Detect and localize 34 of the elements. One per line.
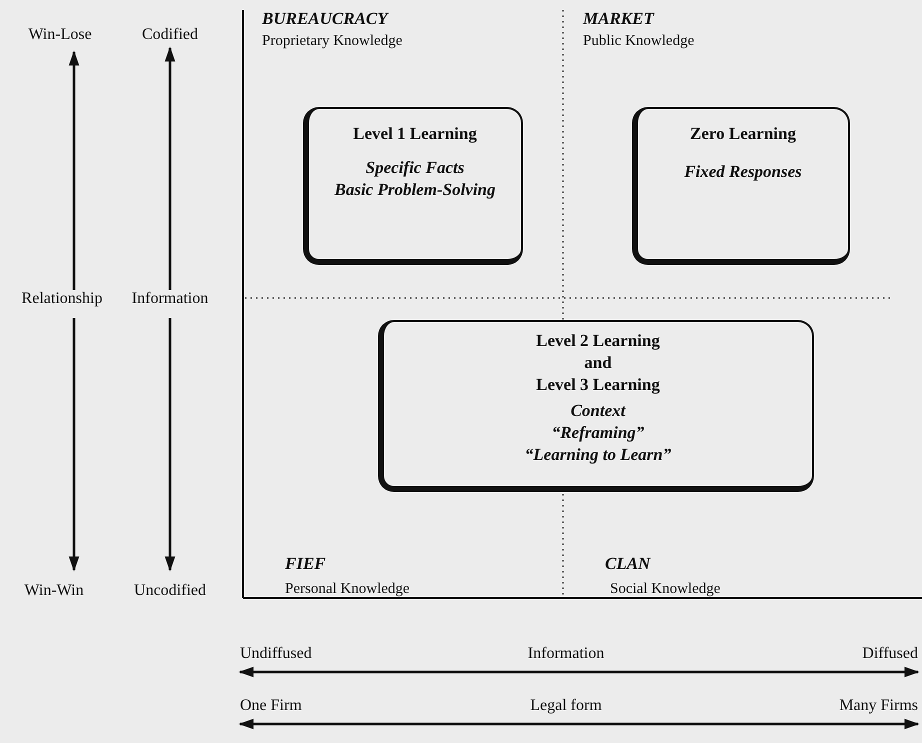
box-heading: Level 3 Learning — [536, 374, 660, 396]
axis-label: One Firm — [240, 697, 302, 715]
box-text: Basic Problem-Solving — [334, 179, 496, 201]
axis-label: Diffused — [862, 645, 918, 663]
quadrant-subtitle: Proprietary Knowledge — [262, 32, 402, 50]
rounded-box — [632, 107, 850, 265]
box-heading: and — [584, 352, 612, 374]
box-heading: Level 2 Learning — [536, 330, 660, 352]
quadrant-subtitle: Social Knowledge — [610, 580, 720, 598]
axis-label: Many Firms — [839, 697, 918, 715]
axis-label: Information — [528, 645, 604, 663]
axis-label: Information — [132, 290, 208, 308]
box-text: “Learning to Learn” — [524, 444, 672, 466]
axis-label: Win-Lose — [28, 26, 92, 44]
box-heading: Level 1 Learning — [353, 123, 477, 145]
axis-label: Relationship — [22, 290, 102, 308]
box-heading: Zero Learning — [690, 123, 796, 145]
box-text: Specific Facts — [366, 157, 464, 179]
axis-label: Legal form — [530, 697, 602, 715]
quadrant-title: CLAN — [605, 555, 650, 573]
quadrant-title: BUREAUCRACY — [262, 10, 388, 28]
rounded-box — [378, 320, 814, 492]
box-text: Context — [570, 400, 626, 422]
quadrant-title: FIEF — [285, 555, 326, 573]
axis-label: Win-Win — [24, 582, 84, 600]
axis-label: Undiffused — [240, 645, 312, 663]
axis-label: Codified — [142, 26, 198, 44]
rounded-box — [303, 107, 523, 265]
quadrant-subtitle: Personal Knowledge — [285, 580, 410, 598]
quadrant-subtitle: Public Knowledge — [583, 32, 694, 50]
box-text: “Reframing” — [552, 422, 644, 444]
quadrant-title: MARKET — [583, 10, 654, 28]
axis-label: Uncodified — [134, 582, 206, 600]
box-text: Fixed Responses — [684, 161, 802, 183]
